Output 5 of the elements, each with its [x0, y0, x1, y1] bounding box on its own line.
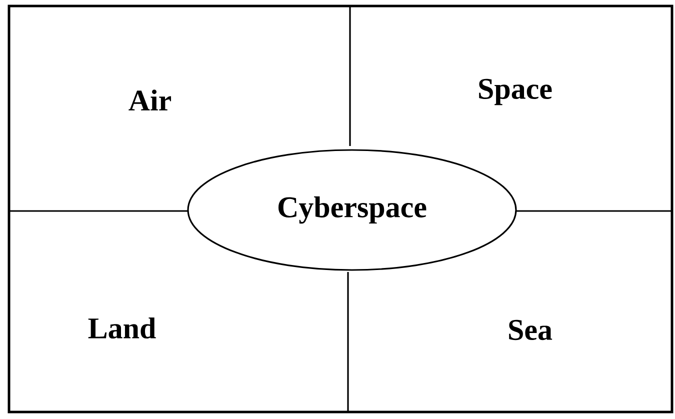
ellipse-node: Cyberspace	[187, 149, 517, 271]
region-label: Air	[128, 90, 172, 110]
region-label: Land	[88, 317, 156, 339]
region-label: Space	[479, 78, 552, 106]
region-label: Sea	[509, 320, 552, 340]
